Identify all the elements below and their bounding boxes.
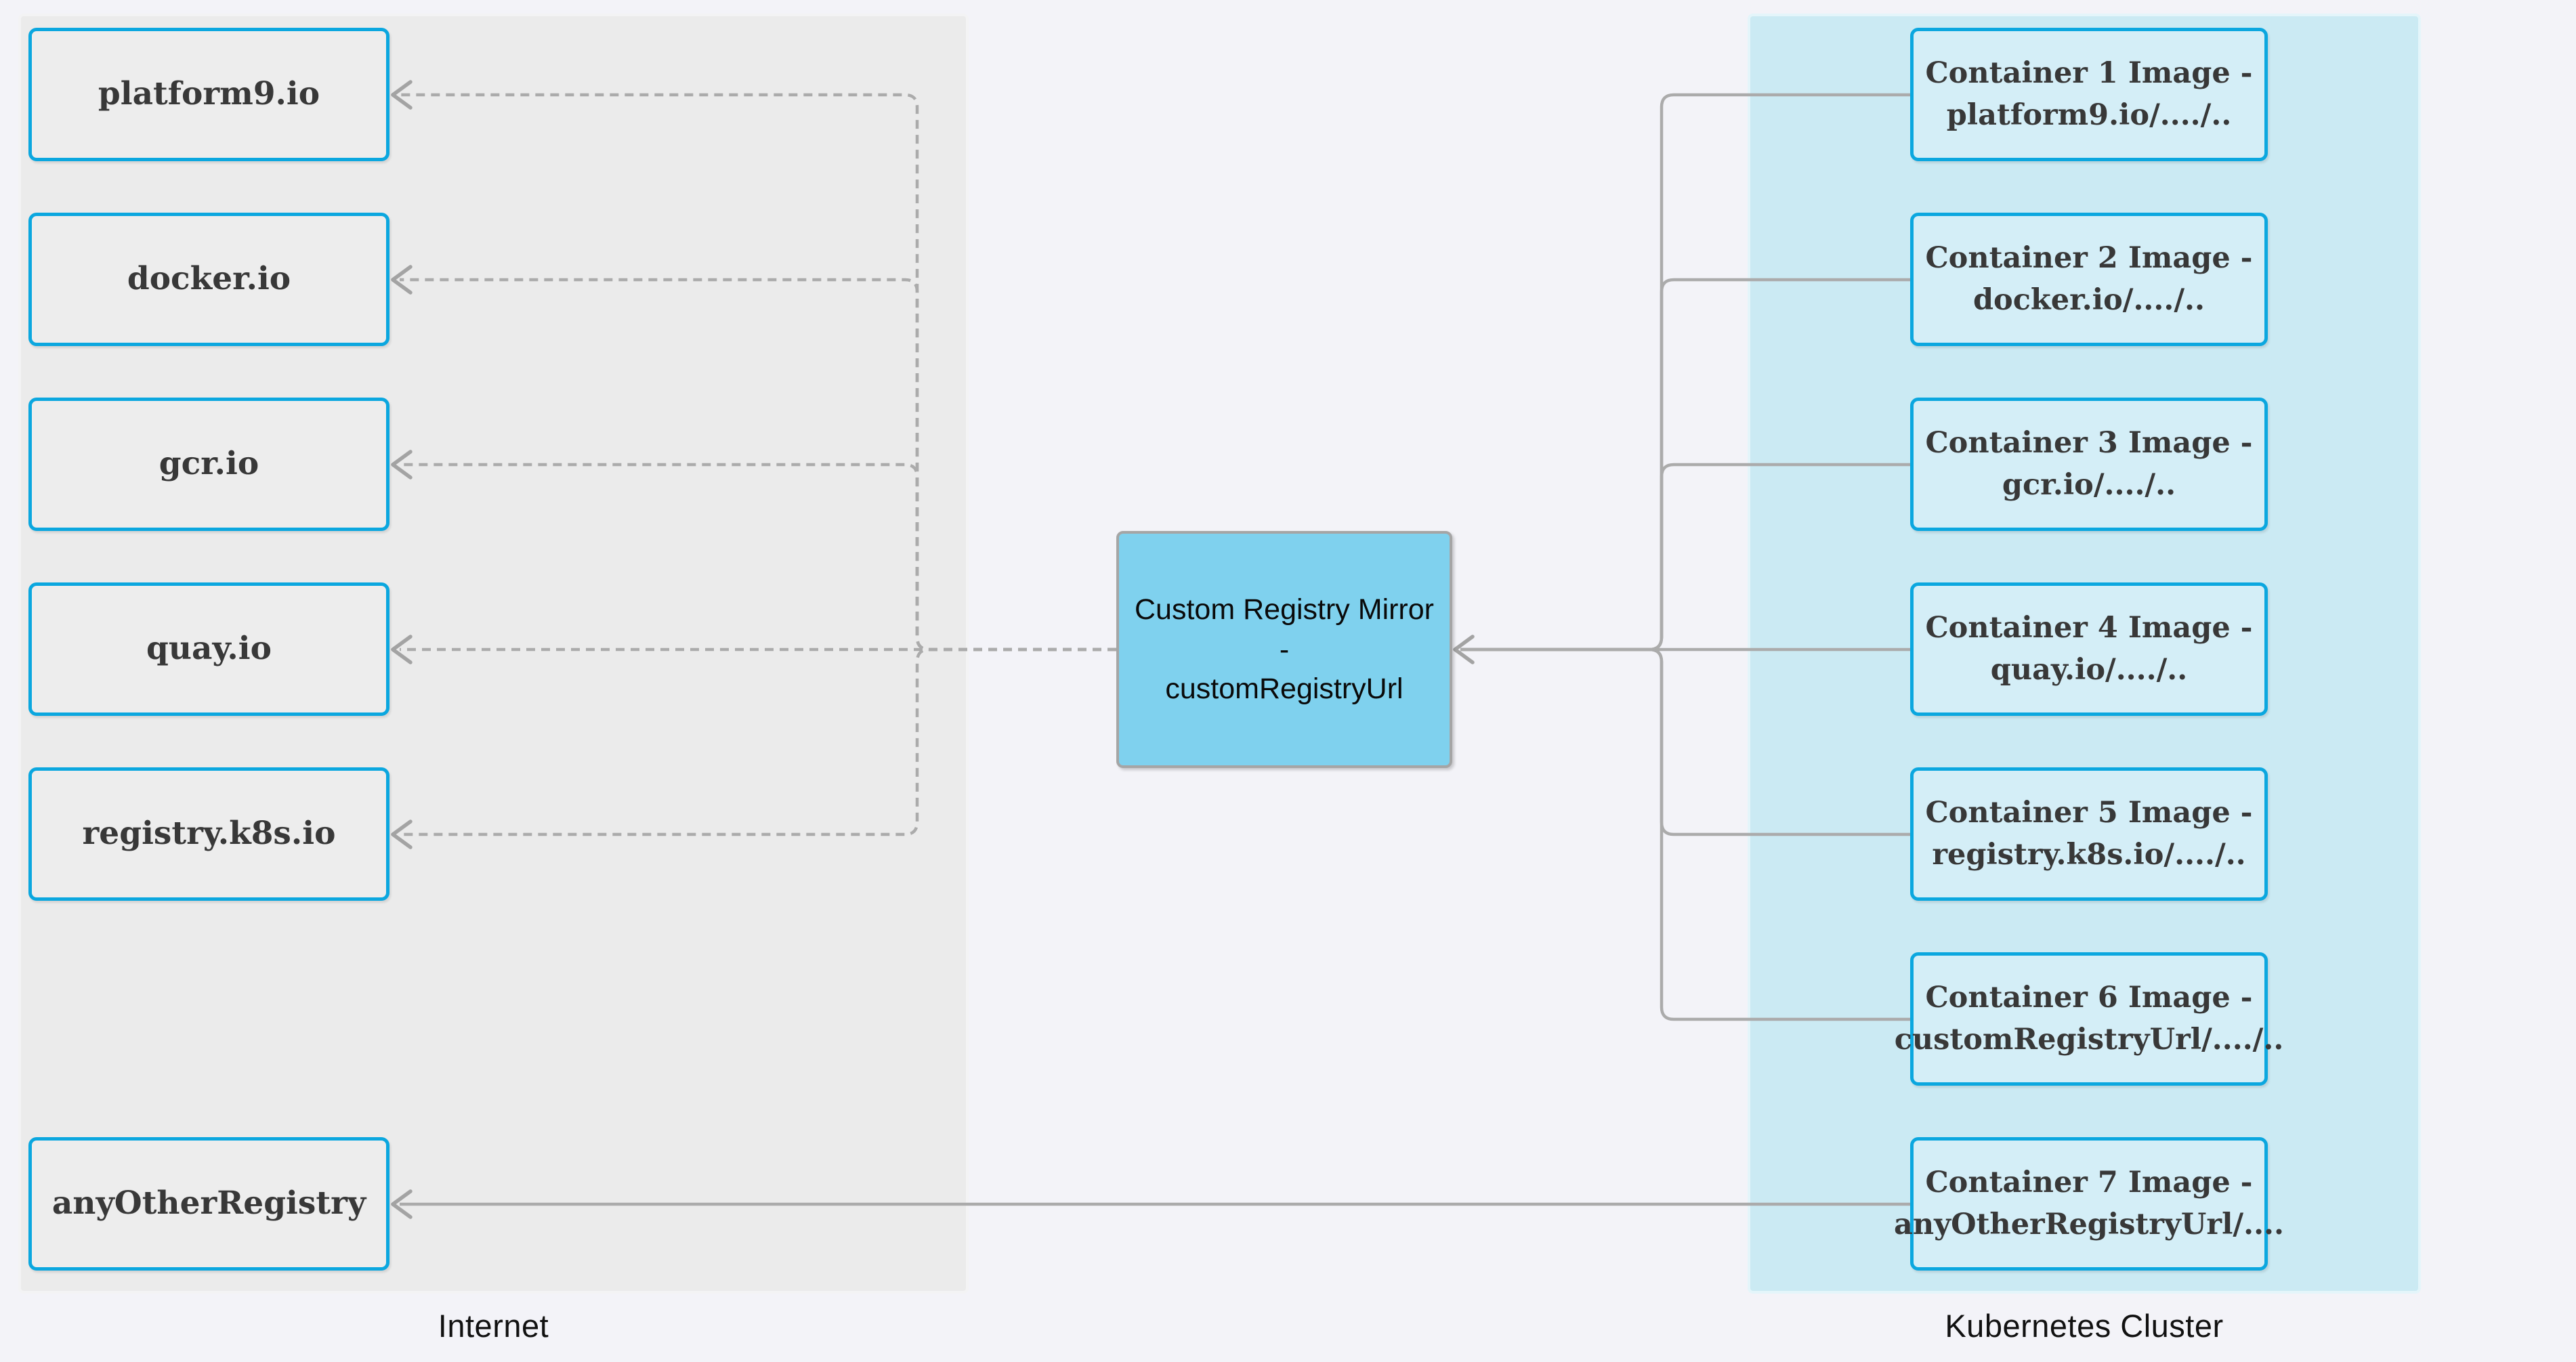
container-node-7: Container 7 Image - anyOtherRegistryUrl/… bbox=[1894, 1137, 2284, 1271]
container-title: Container 1 Image - bbox=[1925, 56, 2253, 91]
registry-node-docker: docker.io bbox=[28, 213, 389, 346]
container-title: Container 4 Image - bbox=[1925, 611, 2253, 645]
container-node-6: Container 6 Image - customRegistryUrl/..… bbox=[1895, 952, 2283, 1086]
container-title: Container 7 Image - bbox=[1925, 1166, 2253, 1200]
container-node-1: Container 1 Image - platform9.io/..../.. bbox=[1910, 28, 2268, 161]
container-node-3: Container 3 Image - gcr.io/..../.. bbox=[1910, 398, 2268, 531]
container7-to-anyregistry-edge bbox=[391, 1189, 1910, 1219]
mirror-separator: - bbox=[1279, 633, 1290, 666]
container-to-mirror-edges bbox=[1453, 93, 1910, 1021]
registry-label: docker.io bbox=[127, 260, 291, 298]
mirror-to-registry-dashed-edges bbox=[400, 93, 1116, 836]
kubernetes-zone-label: Kubernetes Cluster bbox=[1945, 1307, 2224, 1344]
container-image: quay.io/..../.. bbox=[1990, 652, 2188, 687]
container-node-5: Container 5 Image - registry.k8s.io/....… bbox=[1910, 767, 2268, 901]
container-node-4: Container 4 Image - quay.io/..../.. bbox=[1910, 582, 2268, 716]
registry-label: quay.io bbox=[146, 630, 272, 668]
container-node-2: Container 2 Image - docker.io/..../.. bbox=[1910, 213, 2268, 346]
container-title: Container 5 Image - bbox=[1925, 796, 2253, 830]
custom-registry-mirror-node: Custom Registry Mirror - customRegistryU… bbox=[1116, 531, 1452, 768]
registry-node-gcr: gcr.io bbox=[28, 398, 389, 531]
container-image: docker.io/..../.. bbox=[1972, 282, 2205, 317]
registry-node-platform9: platform9.io bbox=[28, 28, 389, 161]
registry-node-quay: quay.io bbox=[28, 582, 389, 716]
registry-label: gcr.io bbox=[159, 445, 259, 483]
container-title: Container 2 Image - bbox=[1925, 241, 2253, 276]
container-image: platform9.io/..../.. bbox=[1946, 98, 2232, 132]
registry-arrowheads bbox=[391, 80, 413, 849]
mirror-title: Custom Registry Mirror bbox=[1135, 593, 1434, 626]
container-image: gcr.io/..../.. bbox=[2002, 467, 2176, 502]
mirror-arrowhead bbox=[1453, 635, 1475, 664]
registry-label: anyOtherRegistry bbox=[51, 1185, 366, 1222]
registry-label: registry.k8s.io bbox=[82, 815, 336, 853]
registry-node-any-other: anyOtherRegistry bbox=[28, 1137, 389, 1271]
internet-zone-label: Internet bbox=[438, 1307, 549, 1344]
container-title: Container 3 Image - bbox=[1925, 426, 2253, 461]
container-title: Container 6 Image - bbox=[1925, 981, 2253, 1015]
container-image: anyOtherRegistryUrl/.... bbox=[1894, 1207, 2284, 1241]
registry-node-k8s: registry.k8s.io bbox=[28, 767, 389, 901]
container-image: customRegistryUrl/..../.. bbox=[1894, 1022, 2284, 1057]
container-image: registry.k8s.io/..../.. bbox=[1932, 837, 2246, 872]
mirror-subtitle: customRegistryUrl bbox=[1165, 673, 1403, 706]
registry-label: platform9.io bbox=[98, 75, 320, 113]
